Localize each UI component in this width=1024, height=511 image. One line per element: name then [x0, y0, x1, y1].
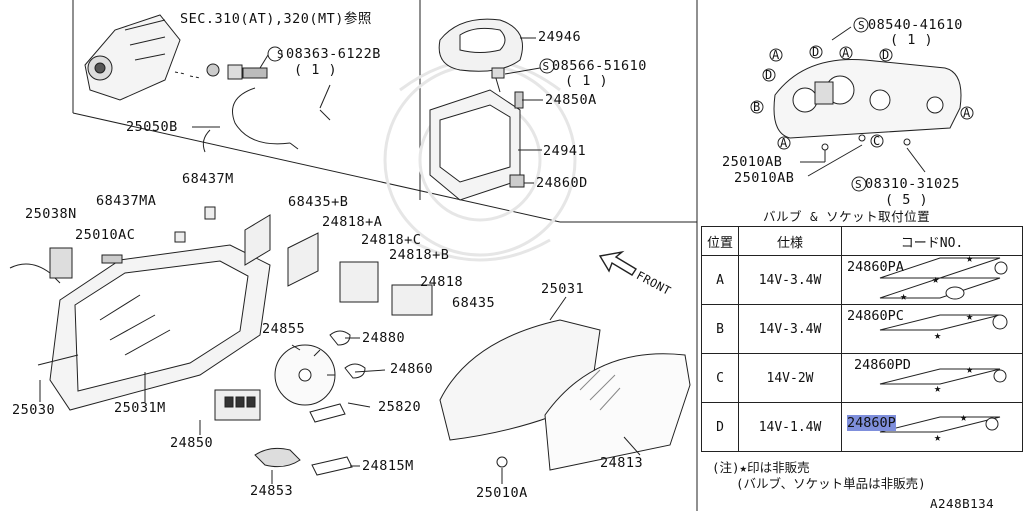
- part-25010AB-1[interactable]: 25010AB: [722, 154, 783, 170]
- meter-housing-assembly: [9, 206, 433, 411]
- row-code[interactable]: 24860PC: [847, 308, 904, 324]
- star-icon: ★: [900, 289, 908, 303]
- row-spec: 14V-1.4W: [738, 402, 842, 452]
- part-25010AB-2[interactable]: 25010AB: [734, 170, 795, 186]
- star-icon: ★: [934, 328, 942, 342]
- bulb-socket-table: 位置 仕様 コードNO. A 14V-3.4W 24860PA B 14V-3.…: [701, 226, 1023, 452]
- circle-s-icon: S: [854, 178, 863, 191]
- cluster-leaders: [800, 26, 926, 177]
- callout-d: D: [882, 48, 890, 62]
- part-08310-qty: ( 5 ): [885, 192, 929, 208]
- table-row[interactable]: B 14V-3.4W 24860PC: [701, 304, 1023, 354]
- part-24813[interactable]: 24813: [600, 455, 644, 471]
- speed-sensor-group: [84, 14, 331, 153]
- circle-s-icon: S: [276, 48, 285, 61]
- part-24850A[interactable]: 24850A: [545, 92, 597, 108]
- part-25010AC[interactable]: 25010AC: [75, 227, 136, 243]
- star-icon: ★: [932, 272, 940, 286]
- part-68437MA[interactable]: 68437MA: [96, 193, 157, 209]
- star-icon: ★: [966, 362, 974, 376]
- part-24818B[interactable]: 24818+B: [389, 247, 450, 263]
- part-08363-qty: ( 1 ): [294, 62, 338, 78]
- section-reference: SEC.310(AT),320(MT)参照: [180, 11, 372, 27]
- callout-b: B: [753, 100, 761, 114]
- star-icon: ★: [966, 251, 974, 265]
- table-title: バルブ & ソケット取付位置: [763, 209, 931, 224]
- part-24818C[interactable]: 24818+C: [361, 232, 422, 248]
- row-code[interactable]: 24860PD: [854, 357, 911, 373]
- part-24818A[interactable]: 24818+A: [322, 214, 383, 230]
- note-line-2: (バルブ、ソケット単品は非販売): [736, 476, 926, 491]
- row-position: B: [701, 304, 739, 354]
- part-25010A[interactable]: 25010A: [476, 485, 528, 501]
- row-spec: 14V-3.4W: [738, 255, 842, 305]
- part-24855[interactable]: 24855: [262, 321, 306, 337]
- star-icon: ★: [966, 309, 974, 323]
- callout-circles: [267, 17, 974, 192]
- star-icon: ★: [934, 381, 942, 395]
- row-code[interactable]: 24860PA: [847, 259, 904, 275]
- part-24818[interactable]: 24818: [420, 274, 464, 290]
- row-position: C: [701, 353, 739, 403]
- part-25050B[interactable]: 25050B: [126, 119, 178, 135]
- diagram-id: A248B134: [930, 496, 995, 511]
- row-spec: 14V-2W: [738, 353, 842, 403]
- part-25030[interactable]: 25030: [12, 402, 56, 418]
- bracket-leaders: [504, 37, 543, 184]
- star-icon: ★: [934, 430, 942, 444]
- part-25820[interactable]: 25820: [378, 399, 422, 415]
- part-24860[interactable]: 24860: [390, 361, 434, 377]
- callout-d: D: [765, 68, 773, 82]
- callout-a: A: [772, 48, 780, 62]
- note-line-1: (注)★印は非販売: [712, 460, 810, 475]
- front-arrow: [598, 250, 637, 276]
- callout-a: A: [963, 106, 971, 120]
- row-position: A: [701, 255, 739, 305]
- callout-c: C: [873, 134, 881, 148]
- bracket-assembly: [429, 18, 525, 201]
- table-row[interactable]: A 14V-3.4W 24860PA: [701, 255, 1023, 305]
- header-spec: 仕様: [738, 226, 842, 256]
- bulb-location-cluster: [773, 58, 962, 151]
- part-24946[interactable]: 24946: [538, 29, 582, 45]
- row-position: D: [701, 402, 739, 452]
- row-spec: 14V-3.4W: [738, 304, 842, 354]
- table-row[interactable]: C 14V-2W 24860PD: [701, 353, 1023, 403]
- header-position: 位置: [701, 226, 739, 256]
- part-08540-qty: ( 1 ): [890, 32, 934, 48]
- header-code: コードNO.: [841, 226, 1023, 256]
- part-08566-qty: ( 1 ): [565, 73, 609, 89]
- callout-a: A: [842, 46, 850, 60]
- meter-case-group: [439, 319, 691, 471]
- part-24880[interactable]: 24880: [362, 330, 406, 346]
- table-row[interactable]: D 14V-1.4W 24860P: [701, 402, 1023, 452]
- circle-s-icon: S: [857, 19, 866, 32]
- part-24853[interactable]: 24853: [250, 483, 294, 499]
- row-code-highlighted[interactable]: 24860P: [847, 415, 896, 431]
- part-68435[interactable]: 68435: [452, 295, 496, 311]
- part-25038N[interactable]: 25038N: [25, 206, 77, 222]
- part-25031M[interactable]: 25031M: [114, 400, 166, 416]
- part-24941[interactable]: 24941: [543, 143, 587, 159]
- main-leaders: [39, 296, 641, 484]
- part-24860D[interactable]: 24860D: [536, 175, 588, 191]
- circle-s-icon: S: [542, 60, 550, 73]
- part-24850[interactable]: 24850: [170, 435, 214, 451]
- speed-sensor-leaders: [192, 54, 331, 128]
- callout-a: A: [780, 136, 788, 150]
- part-25031[interactable]: 25031: [541, 281, 585, 297]
- gauges-group: [214, 330, 366, 476]
- part-68437M[interactable]: 68437M: [182, 171, 234, 187]
- star-icon: ★: [960, 410, 968, 424]
- part-68435B[interactable]: 68435+B: [288, 194, 349, 210]
- part-24815M[interactable]: 24815M: [362, 458, 414, 474]
- callout-d: D: [812, 45, 820, 59]
